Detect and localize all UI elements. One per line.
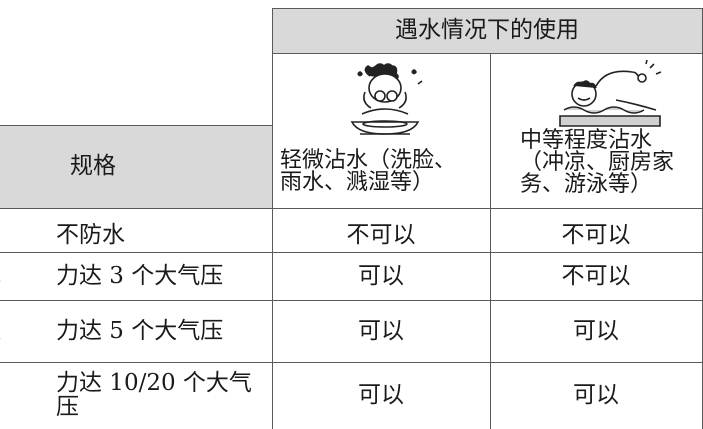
row-2-moderate: 可以	[490, 300, 702, 362]
table-row-spec: 力达 3 个大气压	[0, 252, 272, 300]
edge-mark-2: ；	[0, 320, 12, 346]
row-3-light-text: 可以	[358, 381, 404, 408]
rule-row-3	[0, 362, 703, 363]
row-2-light-text: 可以	[358, 317, 404, 344]
row-0-moderate-text: 不可以	[561, 221, 631, 248]
row-0-light-text: 不可以	[346, 221, 416, 248]
swimming-icon	[559, 60, 662, 127]
row-3-light: 可以	[272, 362, 490, 428]
rule-spec-top	[0, 125, 272, 126]
row-0-light: 不可以	[272, 210, 490, 260]
moderate-water-header: 中等程度沾水 （冲凉、厨房家 务、游泳等）	[520, 130, 702, 208]
usage-header: 遇水情况下的使用	[272, 8, 702, 53]
row-3-moderate: 可以	[490, 362, 702, 428]
row-1-spec: 力达 3 个大气压	[56, 262, 224, 289]
rule-col-1	[272, 8, 273, 429]
row-1-moderate-text: 不可以	[561, 262, 631, 289]
face-washing-icon	[350, 63, 423, 135]
row-3-moderate-text: 可以	[573, 381, 619, 408]
rule-header-bottom	[272, 53, 703, 54]
edge-mark-3: ：	[0, 384, 12, 410]
row-2-spec: 力达 5 个大气压	[56, 317, 224, 344]
table-row-spec: 不防水	[0, 210, 272, 260]
rule-row-2	[0, 300, 703, 301]
rule-top	[272, 8, 703, 9]
rule-row-0	[0, 208, 703, 209]
light-water-header: 轻微沾水（洗脸、 雨水、溅湿等）	[280, 150, 490, 210]
row-1-light-text: 可以	[358, 262, 404, 289]
table-row-spec: 力达 10/20 个大气压	[0, 362, 272, 428]
rule-col-2	[490, 53, 491, 429]
edge-mark-1: ；	[0, 262, 12, 288]
row-2-light: 可以	[272, 300, 490, 362]
row-0-spec: 不防水	[56, 221, 125, 248]
row-1-light: 可以	[272, 252, 490, 300]
light-water-line-1: 轻微沾水（洗脸、	[280, 148, 457, 173]
row-3-spec: 力达 10/20 个大气压	[56, 369, 252, 420]
row-0-moderate: 不可以	[490, 210, 702, 260]
rule-row-1	[0, 252, 703, 253]
spec-header-text: 规格	[70, 153, 116, 180]
table-row-spec: 力达 5 个大气压	[0, 300, 272, 362]
row-1-moderate: 不可以	[490, 252, 702, 300]
row-2-moderate-text: 可以	[573, 317, 619, 344]
moderate-water-line-2: （冲凉、厨房家	[520, 150, 675, 175]
spec-header: 规格	[0, 125, 272, 208]
usage-header-text: 遇水情况下的使用	[395, 17, 579, 44]
moderate-water-line-3: 务、游泳等）	[520, 172, 653, 197]
moderate-water-line-1: 中等程度沾水	[520, 128, 653, 153]
light-water-line-2: 雨水、溅湿等）	[280, 170, 435, 195]
